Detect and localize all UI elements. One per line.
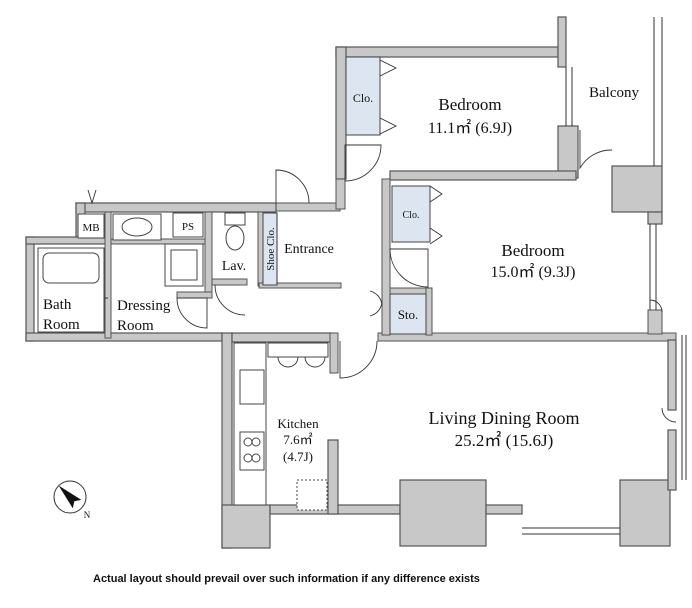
mb-label: MB xyxy=(82,222,99,234)
closet2-label: Clo. xyxy=(403,210,420,221)
storage-label: Sto. xyxy=(398,307,419,322)
dressing-label-line2: Room xyxy=(117,318,154,334)
north-compass-icon: N xyxy=(53,480,91,520)
kitchen-counter xyxy=(233,342,267,506)
bedroom1-area: 11.1㎡ (6.9J) xyxy=(428,119,512,137)
kitchen-name: Kitchen xyxy=(277,416,319,431)
walls xyxy=(25,16,677,549)
disclaimer-text: Actual layout should prevail over such i… xyxy=(93,573,480,585)
kitchen-area-m2: 7.6㎡ xyxy=(283,432,312,447)
living-area: 25.2㎡ (15.6J) xyxy=(455,431,554,450)
toilet xyxy=(224,212,246,226)
lav-label: Lav. xyxy=(222,259,246,274)
dressing-label-line1: Dressing xyxy=(117,298,171,314)
shoe-closet-label: Shoe Clo. xyxy=(265,227,277,271)
bedroom1-name: Bedroom xyxy=(438,95,501,114)
balcony-lines xyxy=(522,17,687,535)
closet1-label: Clo. xyxy=(353,91,373,105)
balcony-label: Balcony xyxy=(589,85,639,101)
room-labels: Bedroom 11.1㎡ (6.9J) Balcony Clo. Clo. B… xyxy=(43,85,639,464)
bath-label-line2: Room xyxy=(43,317,80,333)
entrance-label: Entrance xyxy=(284,242,334,257)
closets xyxy=(262,56,443,335)
compass-north-label: N xyxy=(84,510,91,520)
bedroom2-area: 15.0㎡ (9.3J) xyxy=(491,263,576,281)
bedroom2-name: Bedroom xyxy=(501,241,564,260)
fridge xyxy=(296,479,328,511)
bath-label-line1: Bath xyxy=(43,297,72,313)
living-name: Living Dining Room xyxy=(428,408,579,428)
fixtures xyxy=(37,212,329,511)
kitchen-area-j: (4.7J) xyxy=(283,449,313,464)
ps-label: PS xyxy=(182,221,194,233)
